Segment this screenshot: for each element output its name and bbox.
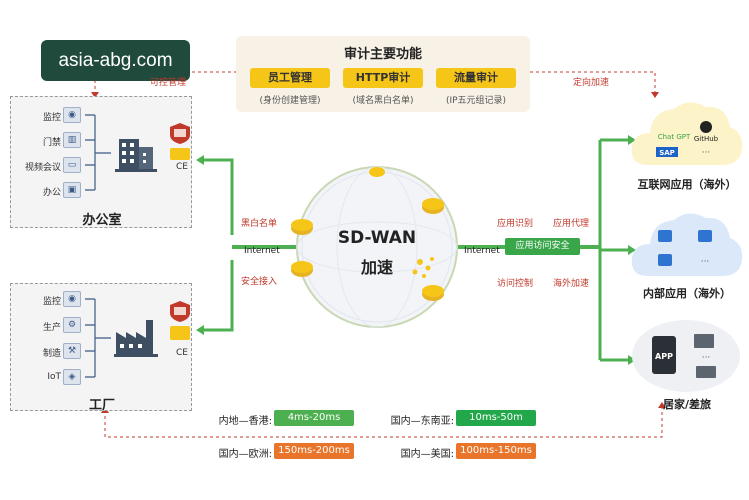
label-blackwhite-list: 黑白名单: [241, 219, 278, 229]
access-control-icon: ▥: [63, 132, 81, 148]
laptop-icon: [696, 366, 716, 378]
audit-card-traffic: 流量审计: [436, 68, 516, 88]
factory-title: 工厂: [88, 398, 115, 413]
latency-route: 国内—东南亚:: [390, 416, 454, 427]
office-ce-label: CE: [176, 162, 188, 172]
video-conference-icon: ▭: [63, 157, 81, 173]
label-secure-access: 安全接入: [241, 277, 278, 287]
manufacturing-icon: ⚒: [63, 343, 81, 359]
latency-route: 内地—香港:: [218, 416, 272, 427]
svg-text:···: ···: [702, 148, 711, 158]
internet-apps-label: 互联网应用（海外）: [637, 178, 737, 191]
chatgpt-label: Chat GPT: [658, 133, 691, 141]
factory-ce-link: [200, 260, 234, 332]
secure-access-bar: 应用访问安全: [505, 238, 580, 255]
production-gear-icon: ⚙: [63, 317, 81, 333]
audit-sub-staff: (身份创建管理): [259, 96, 321, 106]
latency-value: 150ms-200ms: [274, 443, 354, 459]
firewall-icon: [170, 123, 190, 160]
label-internet-right: Internet: [464, 246, 500, 256]
sdwan-title: SD-WAN: [337, 228, 417, 248]
sap-label: SAP: [659, 149, 675, 157]
internal-apps-label: 内部应用（海外）: [643, 287, 731, 300]
office-title: 办公室: [82, 213, 122, 228]
label-overseas-accel: 海外加速: [553, 279, 590, 289]
building-icon: [115, 139, 157, 172]
dashed-link-audit-cloud: [530, 71, 656, 95]
factory-ce-label: CE: [176, 348, 188, 358]
link-label-directed: 定向加速: [573, 78, 610, 88]
home-travel-blob: APP ···: [632, 320, 740, 392]
home-travel-label: 居家/差旅: [662, 398, 712, 411]
sap-icon: [656, 147, 678, 157]
watermark-label: asia-abg.com: [41, 40, 190, 81]
sdwan-subtitle: 加速: [360, 258, 393, 277]
factory-box: 监控 生产 制造 IoT ◉ ⚙ ⚒ ◈ 工厂: [10, 283, 192, 413]
phone-icon: [652, 336, 676, 374]
camera-icon: ◉: [63, 291, 81, 307]
factory-device-label: 监控: [42, 297, 61, 307]
office-pc-icon: ▣: [63, 182, 81, 198]
internal-cloud-icon: ···: [631, 213, 743, 276]
factory-device-label: IoT: [47, 372, 61, 382]
camera-icon: ◉: [63, 107, 81, 123]
latency-value: 100ms-150ms: [456, 443, 536, 459]
svg-text:···: ···: [702, 353, 711, 363]
latency-value: 10ms-50m: [456, 410, 536, 426]
iot-icon: ◈: [63, 369, 81, 385]
audit-title: 审计主要功能: [343, 47, 422, 62]
dashed-link-bottom: [104, 405, 663, 438]
latency-value: 4ms-20ms: [274, 410, 354, 426]
router-icon: [291, 167, 444, 301]
github-icon: [700, 121, 712, 133]
office-device-label: 门禁: [42, 138, 61, 148]
factory-device-label: 生产: [42, 323, 61, 333]
factory-bracket: [85, 298, 111, 378]
audit-card-staff: 员工管理: [250, 68, 330, 88]
label-app-identify: 应用识别: [497, 219, 534, 229]
audit-panel: 审计主要功能 员工管理 HTTP审计 流量审计 (身份创建管理) (域名黑白名单…: [236, 36, 530, 112]
factory-icon: [114, 320, 158, 357]
office-bracket: [85, 114, 111, 191]
audit-card-http: HTTP审计: [343, 68, 423, 88]
latency-route: 国内—美国:: [400, 449, 454, 460]
audit-sub-http: (域名黑白名单): [352, 96, 414, 106]
office-box: 监控 门禁 视频会议 办公 ◉ ▥ ▭ ▣ 办公室: [10, 96, 192, 228]
app-label: APP: [655, 352, 673, 361]
label-internet-left: Internet: [244, 246, 280, 256]
office-ce-link: [200, 158, 234, 235]
link-label-controlled: 可控管理: [150, 78, 187, 88]
firewall-icon: [170, 301, 190, 340]
label-access-control: 访问控制: [497, 279, 534, 289]
factory-device-label: 制造: [42, 349, 61, 359]
label-app-proxy: 应用代理: [553, 219, 590, 229]
office-device-label: 办公: [42, 188, 61, 198]
office-device-label: 视频会议: [24, 163, 61, 173]
internet-cloud-icon: Chat GPT GitHub SAP ···: [631, 102, 743, 165]
svg-text:···: ···: [701, 257, 710, 267]
audit-sub-traffic: (IP五元组记录): [445, 96, 507, 106]
github-label: GitHub: [694, 135, 719, 143]
office-device-label: 监控: [42, 113, 61, 123]
laptop-icon: [694, 334, 714, 348]
latency-route: 国内—欧洲:: [218, 449, 272, 460]
